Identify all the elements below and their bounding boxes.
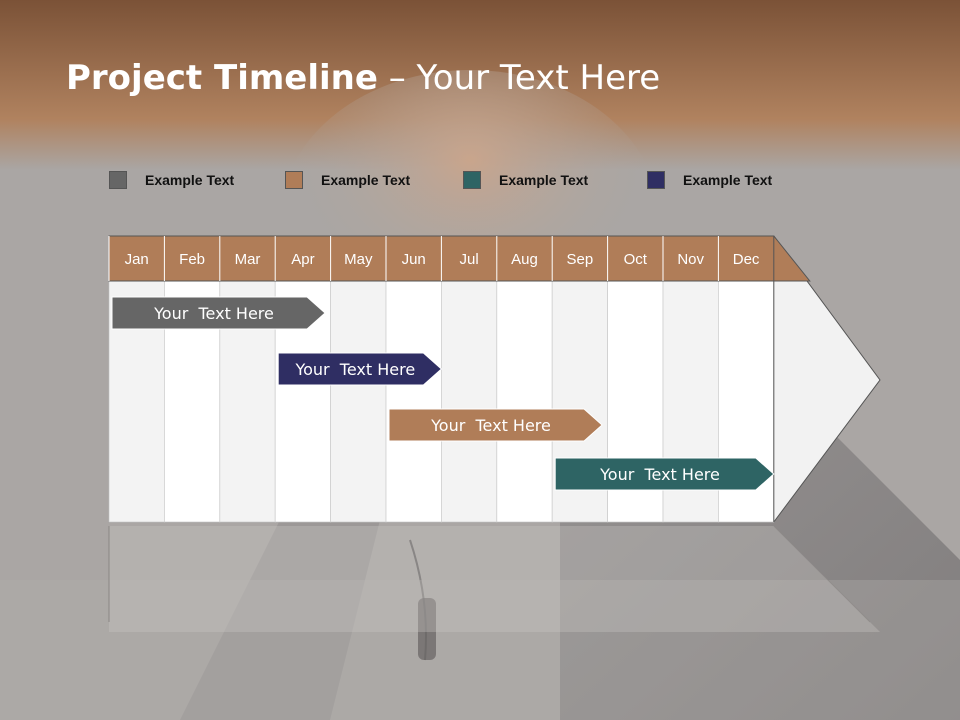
legend-swatch-2 [285,171,303,189]
task-label-4: Your Text Here [599,465,720,484]
timeline-reflection [109,526,880,632]
month-label-nov: Nov [677,251,704,268]
month-label-jun: Jun [402,251,426,268]
month-column-jul [440,280,498,523]
legend-swatch-1 [109,171,127,189]
legend-label-3: Example Text [499,172,589,188]
month-label-dec: Dec [733,251,760,268]
month-label-oct: Oct [624,251,648,268]
legend-label-4: Example Text [683,172,773,188]
task-arrow-3 [388,408,603,442]
legend-label-1: Example Text [145,172,235,188]
legend-item-1: Example Text [109,170,234,190]
task-label-2: Your Text Here [294,360,415,379]
title-rest: – Your Text Here [377,58,661,98]
legend-item-4: Example Text [647,170,772,190]
task-arrow-4 [554,457,775,491]
title-bold: Project Timeline [66,58,378,98]
month-column-may [330,280,387,523]
task-label-1: Your Text Here [153,304,274,323]
task-arrow-1 [111,296,326,330]
month-label-may: May [344,251,373,268]
task-label-3: Your Text Here [430,416,551,435]
legend-swatch-4 [647,171,665,189]
page-title: Project Timeline – Your Text Here [66,58,660,98]
legend-swatch-3 [463,171,481,189]
task-arrow-2 [277,352,443,386]
month-column-aug [496,280,553,523]
reflection-edge-right [773,525,871,623]
month-label-jan: Jan [125,251,149,268]
month-column-jun [385,280,442,523]
legend-item-2: Example Text [285,170,410,190]
month-label-jul: Jul [460,251,479,268]
legend-item-3: Example Text [463,170,588,190]
legend-label-2: Example Text [321,172,411,188]
month-label-sep: Sep [567,251,594,268]
month-label-aug: Aug [511,251,538,268]
month-label-feb: Feb [179,251,205,268]
month-label-mar: Mar [235,251,261,268]
month-label-apr: Apr [291,251,314,268]
